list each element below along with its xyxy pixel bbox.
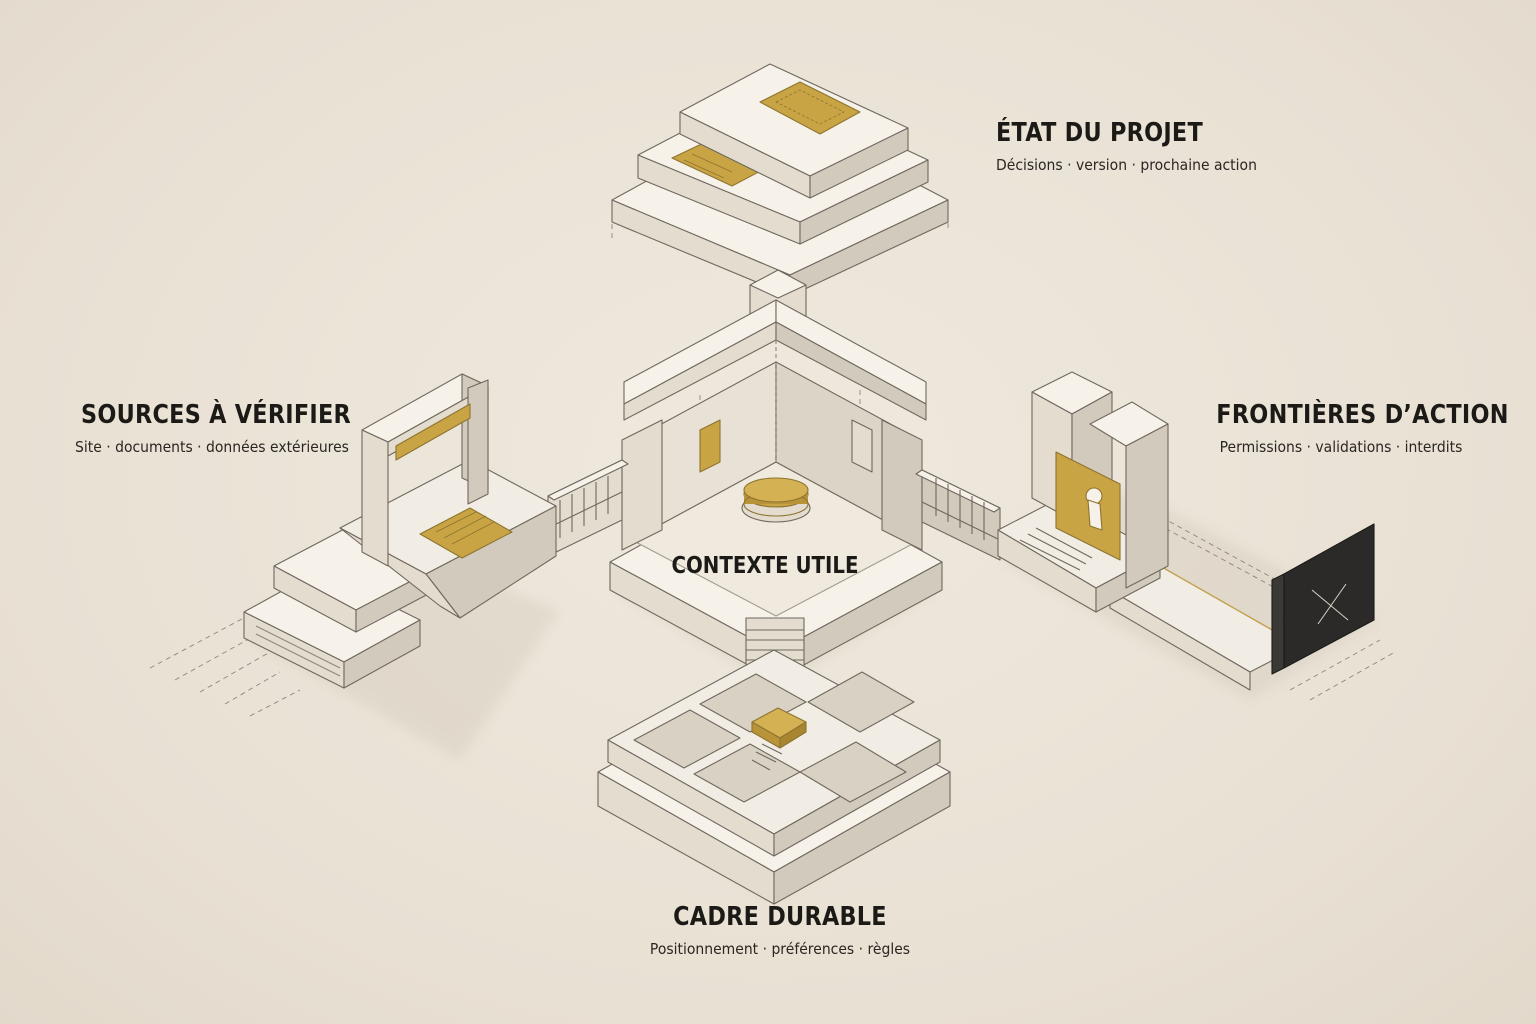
etat-label: ÉTAT DU PROJET Décisions · version · pro… (996, 118, 1286, 174)
sources-title: SOURCES À VÉRIFIER (81, 400, 351, 430)
cadre-subtitle: Positionnement · préférences · règles (649, 940, 911, 958)
bridge-left (547, 459, 629, 557)
sources-label: SOURCES À VÉRIFIER Site · documents · do… (60, 400, 360, 456)
etat-subtitle: Décisions · version · prochaine action (996, 156, 1257, 174)
center-room (609, 299, 943, 681)
cadre-label: CADRE DURABLE Positionnement · préférenc… (600, 902, 960, 958)
frontieres-title: FRONTIÈRES D’ACTION (1216, 400, 1509, 430)
frontieres-label: FRONTIÈRES D’ACTION Permissions · valida… (1196, 400, 1509, 456)
black-barrier-icon (1271, 523, 1375, 675)
round-table-icon (741, 477, 811, 523)
frontieres-subtitle: Permissions · validations · interdits (1219, 438, 1463, 456)
cadre-grid-room-icon (597, 649, 951, 905)
bridge-right (915, 469, 1001, 561)
sources-archway-gate-icon (243, 373, 557, 689)
etat-title: ÉTAT DU PROJET (996, 118, 1203, 148)
sources-subtitle: Site · documents · données extérieures (75, 438, 349, 456)
frontieres-keyhole-door-icon (997, 371, 1301, 691)
center-title: CONTEXTE UTILE (671, 553, 859, 579)
etat-stacked-layers-icon (611, 63, 949, 297)
cadre-title: CADRE DURABLE (673, 902, 887, 932)
